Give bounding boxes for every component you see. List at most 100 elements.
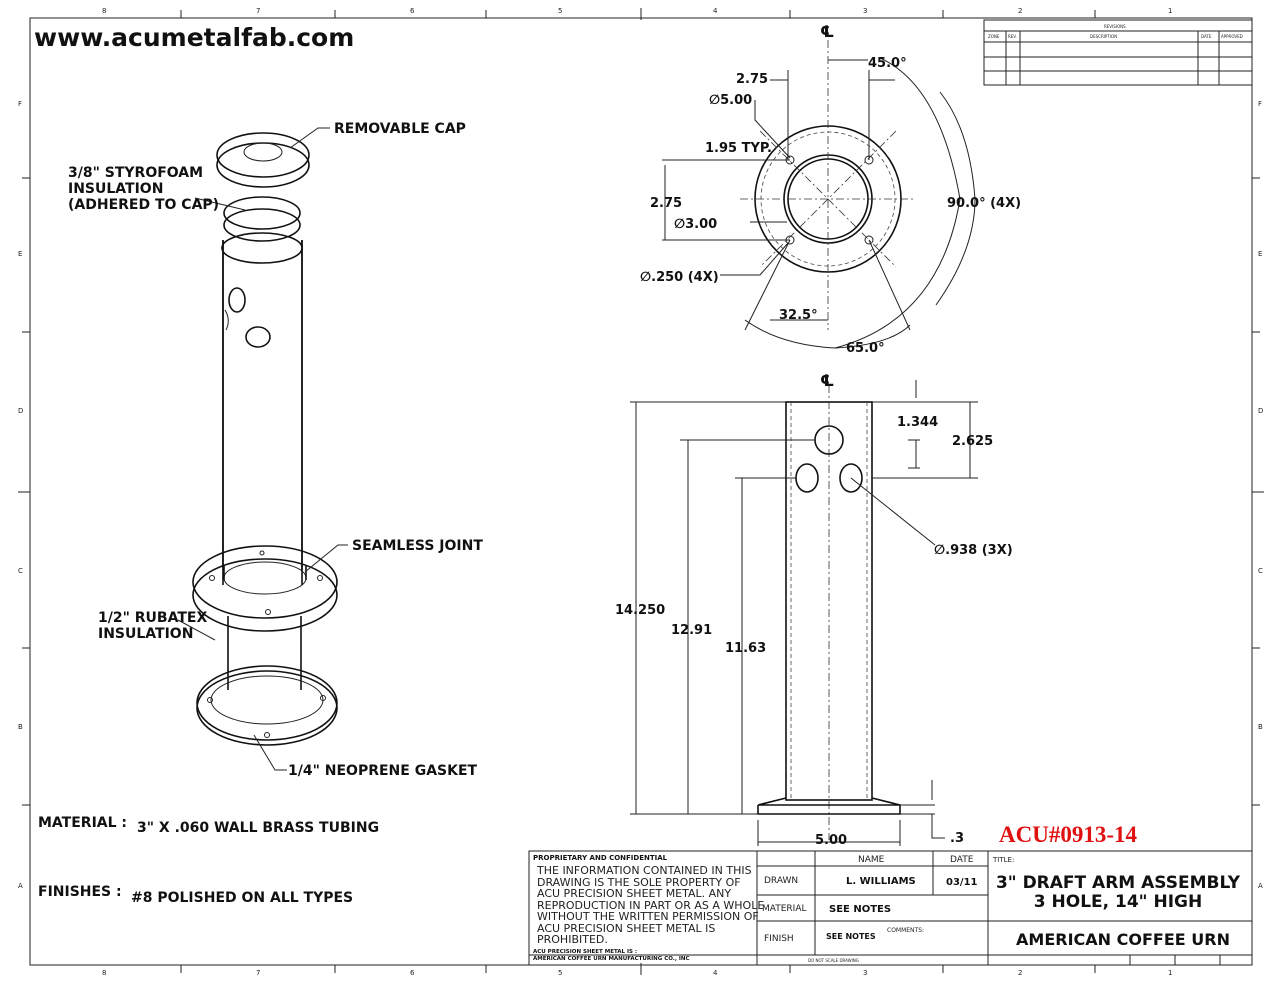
callout-rubatex: INSULATION (98, 626, 193, 642)
callout-gasket: 1/4" NEOPRENE GASKET (288, 763, 478, 779)
proprietary-title: PROPRIETARY AND CONFIDENTIAL (533, 854, 668, 862)
drawn-label: DRAWN (764, 876, 798, 886)
zone-top: 5 (558, 7, 562, 15)
material-value: SEE NOTES (829, 904, 891, 915)
finish-value: SEE NOTES (826, 932, 876, 941)
centerline-symbol: ℄ (820, 371, 834, 390)
proprietary-line: WITHOUT THE WRITTEN PERMISSION OF (537, 910, 759, 923)
zone-labels: 8 7 6 5 4 3 2 1 8 7 6 5 4 3 2 1 F E D C … (18, 7, 1263, 977)
customer-name: AMERICAN COFFEE URN (1016, 930, 1230, 949)
callout-cap: REMOVABLE CAP (334, 121, 466, 137)
zone-side: F (18, 100, 22, 108)
dim: 2.75 (650, 196, 682, 211)
zone-side: B (1258, 723, 1263, 731)
material-label: MATERIAL (762, 904, 807, 914)
zone-side: F (1258, 100, 1262, 108)
finish-label: FINISH (764, 934, 794, 944)
zone-ticks (18, 8, 1264, 975)
zone-top: 1 (1168, 7, 1172, 15)
dim: .3 (950, 831, 964, 846)
dim: 65.0° (846, 341, 885, 356)
zone-side: D (1258, 407, 1263, 415)
proprietary-line: DRAWING IS THE SOLE PROPERTY OF (537, 876, 741, 889)
proprietary-line: ACU PRECISION SHEET METAL. ANY (537, 887, 731, 900)
svg-text:APPROVED: APPROVED (1221, 34, 1243, 39)
zone-side: A (1258, 882, 1263, 890)
zone-side: D (18, 407, 23, 415)
zone-bottom: 8 (102, 969, 106, 977)
top-view (662, 40, 976, 349)
comments-label: COMMENTS: (887, 927, 924, 934)
material-label: MATERIAL : (38, 815, 127, 831)
callout-joint: SEAMLESS JOINT (352, 538, 483, 554)
zone-bottom: 6 (410, 969, 415, 977)
dim: 2.75 (736, 72, 768, 87)
revisions-table: REVISIONS ZONE REV. DESCRIPTION DATE APP… (983, 19, 1253, 86)
top-view-dimensions: ℄ 2.75 ∅5.00 45.0° 1.95 TYP. 2.75 ∅3.00 … (640, 22, 1021, 356)
company-line: AMERICAN COFFEE URN MANUFACTURING CO., I… (533, 956, 690, 962)
svg-text:DATE: DATE (1201, 34, 1212, 39)
title-block: PROPRIETARY AND CONFIDENTIAL THE INFORMA… (528, 850, 1253, 966)
proprietary-line: THE INFORMATION CONTAINED IN THIS (536, 864, 752, 877)
zone-side: E (1258, 250, 1262, 258)
zone-side: C (1258, 567, 1263, 575)
callout-styrofoam: (ADHERED TO CAP) (68, 197, 219, 213)
centerline-symbol: ℄ (820, 22, 834, 41)
zone-bottom: 1 (1168, 969, 1172, 977)
zone-side: C (18, 567, 23, 575)
svg-text:DESCRIPTION: DESCRIPTION (1090, 34, 1117, 39)
front-view (630, 380, 978, 846)
zone-bottom: 3 (863, 969, 867, 977)
zone-top: 6 (410, 7, 415, 15)
finishes-label: FINISHES : (38, 884, 122, 900)
zone-side: A (18, 882, 23, 890)
isometric-view (177, 127, 348, 771)
zone-bottom: 5 (558, 969, 562, 977)
proprietary-line: PROHIBITED. (537, 933, 608, 946)
zone-side: E (18, 250, 22, 258)
isometric-callouts: REMOVABLE CAP 3/8" STYROFOAM INSULATION … (68, 121, 483, 779)
dim: 90.0° (4X) (947, 196, 1021, 211)
dim: ∅.250 (4X) (640, 270, 719, 285)
callout-rubatex: 1/2" RUBATEX (98, 610, 207, 626)
zone-bottom: 7 (256, 969, 260, 977)
material-value: 3" X .060 WALL BRASS TUBING (137, 820, 379, 836)
notes: MATERIAL : 3" X .060 WALL BRASS TUBING F… (38, 815, 379, 906)
dim: 1.95 TYP. (705, 141, 772, 156)
drawn-date: 03/11 (946, 877, 978, 888)
dim: 12.91 (671, 623, 712, 638)
dim: 11.63 (725, 641, 766, 656)
zone-bottom: 4 (713, 969, 718, 977)
zone-top: 3 (863, 7, 867, 15)
dim: ∅.938 (3X) (934, 543, 1013, 558)
zone-top: 4 (713, 7, 718, 15)
zone-top: 7 (256, 7, 260, 15)
zone-bottom: 2 (1018, 969, 1022, 977)
zone-side: B (18, 723, 23, 731)
svg-text:ZONE: ZONE (988, 34, 1000, 39)
dim: ∅5.00 (709, 93, 752, 108)
svg-text:REVISIONS: REVISIONS (1104, 24, 1126, 29)
company-line: ACU PRECISION SHEET METAL IS : (533, 949, 637, 955)
drawn-name: L. WILLIAMS (846, 876, 916, 887)
svg-text:REV.: REV. (1008, 34, 1017, 39)
title-label: TITLE: (992, 856, 1014, 864)
front-view-dimensions: ℄ 1.344 2.625 ∅.938 (3X) 14.250 12.91 11… (615, 371, 1013, 848)
drawing-subtitle: 3 HOLE, 14" HIGH (1034, 892, 1202, 912)
dim: ∅3.00 (674, 217, 717, 232)
date-header: DATE (950, 855, 974, 865)
proprietary-line: REPRODUCTION IN PART OR AS A WHOLE (537, 899, 764, 912)
drawing-title: 3" DRAFT ARM ASSEMBLY (996, 873, 1241, 893)
dim: 32.5° (779, 308, 818, 323)
dim: 1.344 (897, 415, 938, 430)
zone-top: 2 (1018, 7, 1022, 15)
name-header: NAME (858, 855, 885, 865)
website-url: www.acumetalfab.com (34, 23, 354, 52)
dim: 2.625 (952, 434, 993, 449)
callout-styrofoam: 3/8" STYROFOAM (68, 165, 203, 181)
dim: 45.0° (868, 56, 907, 71)
part-number: ACU#0913-14 (999, 822, 1137, 847)
dim: 14.250 (615, 603, 665, 618)
proprietary-line: ACU PRECISION SHEET METAL IS (537, 922, 715, 935)
